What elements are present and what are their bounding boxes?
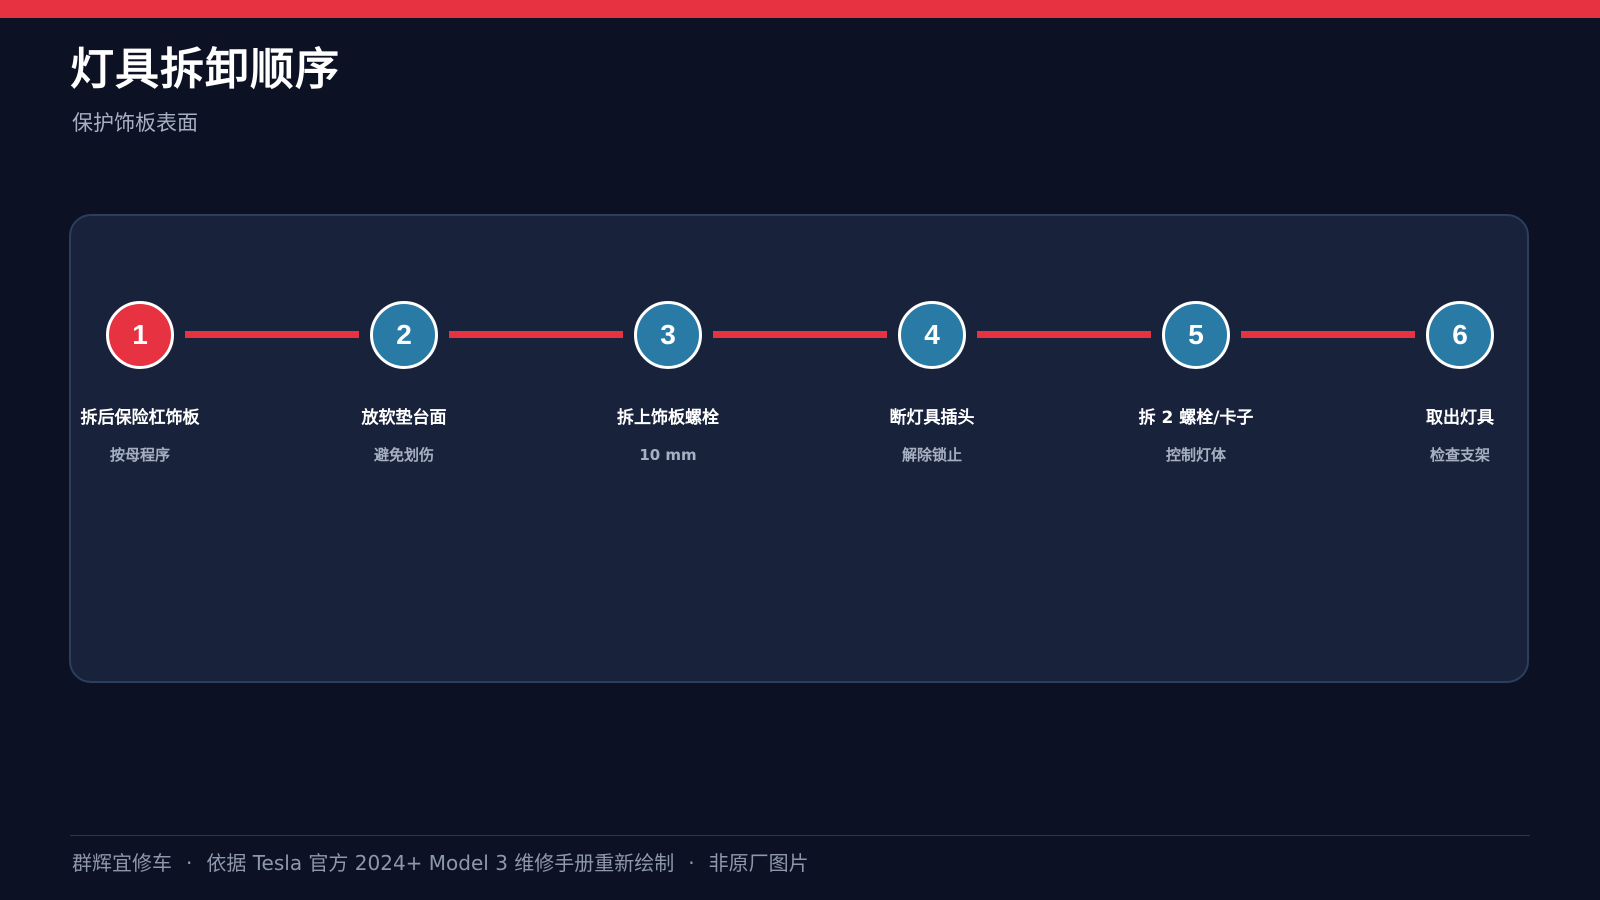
step-6-circle: 6 [1426,301,1494,369]
footer-separator: · [186,851,193,875]
step-6-subtitle: 检查支架 [1429,446,1490,464]
step-6-number: 6 [1452,319,1468,350]
step-connector [185,331,359,338]
step-6-title: 取出灯具 [1426,408,1494,428]
process-panel [69,214,1529,683]
step-3-number: 3 [660,319,676,350]
footer: 群辉宜修车 · 依据 Tesla 官方 2024+ Model 3 维修手册重新绘制… [72,849,809,877]
step-connector [977,331,1151,338]
step-2-subtitle: 避免划伤 [373,446,434,464]
step-1-subtitle: 按母程序 [109,446,170,464]
step-5-subtitle: 控制灯体 [1165,446,1226,464]
step-1-title: 拆后保险杠饰板 [80,408,200,428]
step-connector [449,331,623,338]
step-5-circle: 5 [1162,301,1230,369]
footer-separator: · [688,851,695,875]
footer-source: 依据 Tesla 官方 2024+ Model 3 维修手册重新绘制 [206,851,675,875]
step-4-title: 断灯具插头 [889,408,975,428]
footer-note: 非原厂图片 [708,851,809,875]
footer-divider [70,835,1530,836]
step-4-number: 4 [924,319,940,350]
step-connector [713,331,887,338]
step-3-title: 拆上饰板螺栓 [617,408,719,428]
step-2-number: 2 [396,319,412,350]
step-2-title: 放软垫台面 [361,408,447,428]
step-connector [1241,331,1415,338]
top-accent-bar [0,0,1600,18]
step-2-circle: 2 [370,301,438,369]
step-1-circle: 1 [106,301,174,369]
footer-brand: 群辉宜修车 [72,851,172,875]
step-1-number: 1 [132,319,148,350]
step-5-title: 拆 2 螺栓/卡子 [1138,408,1254,428]
step-4-circle: 4 [898,301,966,369]
step-4-subtitle: 解除锁止 [901,446,962,464]
step-5-number: 5 [1188,319,1204,350]
step-3-subtitle: 10 mm [639,446,697,464]
page-title: 灯具拆卸顺序 [70,44,340,95]
page-subtitle: 保护饰板表面 [72,111,198,135]
step-3-circle: 3 [634,301,702,369]
